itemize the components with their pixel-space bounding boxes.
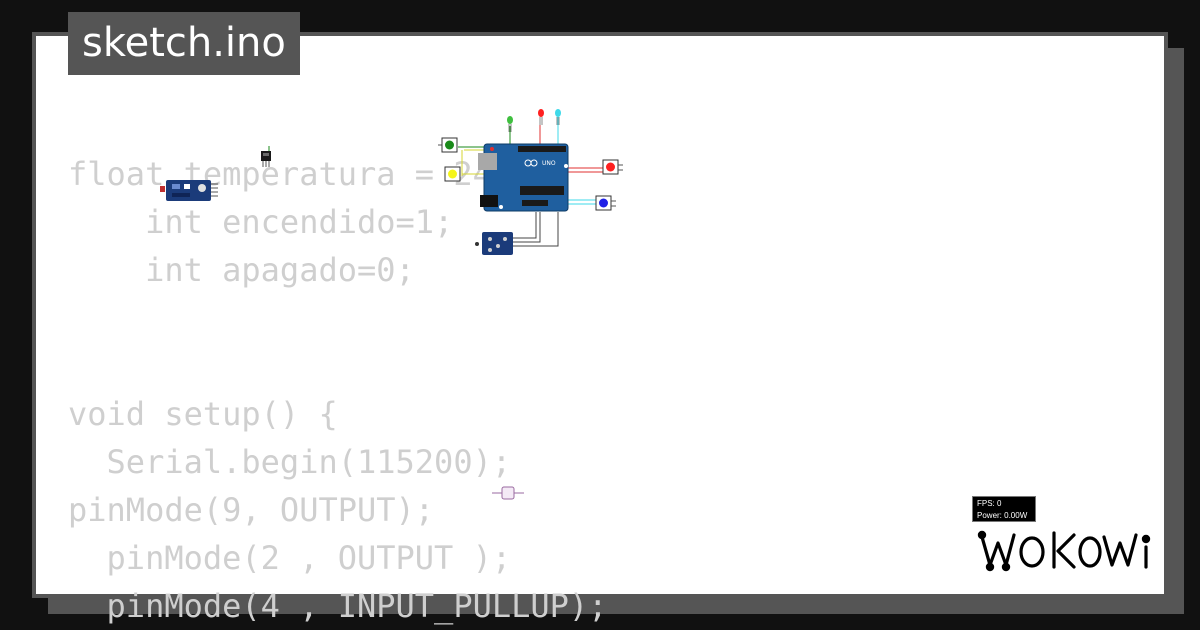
wokwi-logo — [977, 530, 1151, 572]
simulation-stats: FPS: 0 Power: 0.00W — [972, 496, 1036, 522]
code-line: pinMode(4 , INPUT_PULLUP); — [68, 587, 608, 625]
code-line: float temperatura = 24 — [68, 155, 492, 193]
sound-sensor-module[interactable] — [160, 180, 218, 201]
power-readout: Power: 0.00W — [977, 511, 1028, 520]
resistor-component[interactable] — [492, 486, 524, 500]
code-background: float temperatura = 24 int encendido=1; … — [68, 150, 607, 630]
code-line: int apagado=0; — [68, 251, 415, 289]
pushbutton-green[interactable] — [438, 137, 458, 153]
led-red[interactable] — [538, 109, 544, 125]
code-line: pinMode(2 , OUTPUT ); — [68, 539, 512, 577]
simulation-canvas[interactable]: float temperatura = 24 int encendido=1; … — [32, 32, 1168, 625]
arduino-uno-board[interactable]: UNO — [478, 143, 569, 212]
uno-label: UNO — [542, 160, 556, 167]
temperature-sensor[interactable] — [261, 146, 271, 167]
led-cyan[interactable] — [555, 109, 561, 125]
code-line: int encendido=1; — [68, 203, 454, 241]
sketch-title: sketch.ino — [68, 12, 300, 75]
sensor-module-bottom[interactable] — [475, 232, 513, 255]
led-green[interactable] — [507, 116, 513, 132]
pushbutton-blue[interactable] — [595, 195, 616, 211]
pushbutton-yellow[interactable] — [444, 166, 461, 182]
pushbutton-red[interactable] — [602, 159, 623, 175]
fps-readout: FPS: 0 — [977, 499, 1002, 508]
code-line: void setup() { — [68, 395, 338, 433]
code-line: pinMode(9, OUTPUT); — [68, 491, 435, 529]
code-line: Serial.begin(115200); — [68, 443, 512, 481]
